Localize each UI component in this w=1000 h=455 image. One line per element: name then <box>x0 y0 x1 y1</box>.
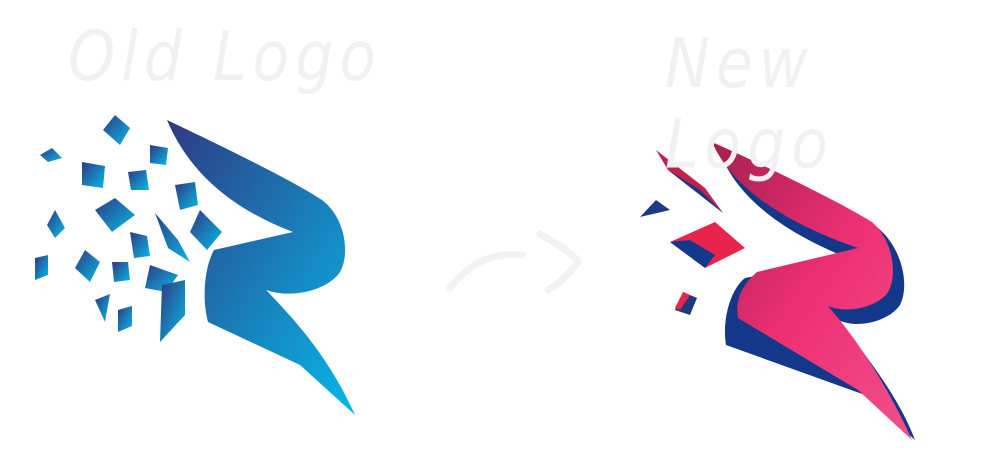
old-logo-label: Old Logo <box>68 16 382 98</box>
new-logo-fragments <box>640 150 745 315</box>
new-logo-label: New Logo <box>665 23 834 185</box>
old-logo-r-shape <box>167 120 355 415</box>
arrow-right-icon <box>446 230 582 294</box>
old-logo-fragments <box>35 115 222 342</box>
new-logo <box>640 142 915 440</box>
new-logo-r-shape <box>712 142 912 440</box>
old-logo <box>35 115 355 415</box>
